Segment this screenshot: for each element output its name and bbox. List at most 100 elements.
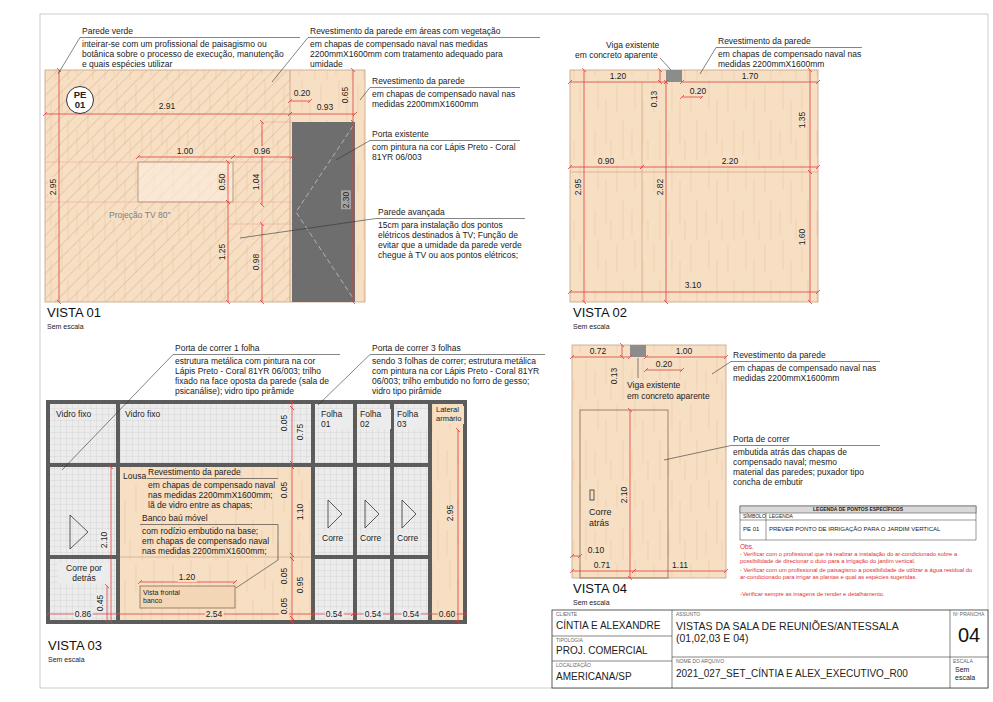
annotation-text: ASSUNTO [676, 612, 700, 618]
annotation-text: em concreto aparente [626, 391, 711, 401]
dimension-line [570, 82, 818, 292]
dimension-label: 2.95 [445, 504, 455, 523]
dimension-label: 0.98 [251, 253, 261, 272]
annotation-text: VISTAS DA SALA DE REUNIÕES/ANTESSALA (01… [676, 620, 944, 645]
dimension-label: LEGENDA DE PONTOS ESPECÍFICOS [813, 507, 903, 513]
outer-frame [48, 402, 465, 622]
wall-joint [290, 70, 291, 302]
dimension-label: 0.13 [649, 90, 659, 109]
legend-header [740, 506, 976, 513]
dimension-label: 1.20 [609, 71, 628, 81]
view-title: VISTA 02 [573, 305, 627, 320]
view-title: VISTA 03 [48, 638, 102, 653]
annotation-text: Revestimento da parede [718, 36, 811, 46]
annotation-text: NOME DO ARQUIVO [676, 659, 724, 665]
annotation-text: Vidro fixo [55, 409, 92, 419]
dimension-label: 0.20 [655, 359, 674, 369]
symbol-label: PE 01 [72, 90, 88, 110]
dimension-label: 2.82 [655, 178, 665, 197]
dimension-label: 2.20 [721, 156, 740, 166]
annotation-text: Viga existente [626, 380, 681, 390]
title-block [552, 610, 988, 688]
frame-bar [315, 555, 430, 559]
dimension-label: 2.10 [99, 531, 109, 550]
dimension-label: 1.00 [176, 146, 195, 156]
dimension-label: 0.50 [217, 173, 227, 192]
dimension-label: 0.45 [95, 594, 105, 613]
dimension-label: 0.96 [253, 146, 272, 156]
annotation-text: Nº PRANCHA [953, 612, 984, 618]
concrete-beam [630, 345, 646, 357]
annotation-text: 2021_027_SET_CÍNTIA E ALEX_EXECUTIVO_R00 [676, 668, 908, 680]
annotation-text: Revestimento da parede em áreas com vege… [310, 26, 500, 36]
dimension-label: 0.86 [74, 609, 93, 619]
dimension-label: 0.71 [593, 560, 612, 570]
annotation-text: Folha 03 [396, 409, 428, 429]
frame-bar [428, 402, 432, 622]
bench [140, 586, 235, 608]
door-swing [296, 126, 353, 298]
annotation-text: Corre [396, 533, 419, 543]
dimension-label: 0.95 [295, 576, 305, 595]
annotation-text: sendo 3 folhas de correr; estrutura metá… [372, 356, 542, 396]
dimension-label: 2.95 [573, 178, 583, 197]
view-title: 04 [958, 624, 980, 648]
view-title: VISTA 01 [47, 305, 101, 320]
annotation-text: inteirar-se com um profissional de paisa… [82, 39, 287, 69]
title-block-rule [552, 610, 988, 688]
annotation-text: Revestimento da parede [372, 76, 465, 86]
dimension-label: 1.25 [217, 243, 227, 262]
dimension-label: 2.54 [205, 609, 224, 619]
annotation-text: em concreto aparente [575, 50, 658, 60]
dimension-line [584, 70, 810, 302]
annotation-text: CÍNTIA E ALEXANDRE [556, 620, 660, 632]
hidden-sliding-door [580, 410, 668, 578]
dimension-label: 1.60 [797, 228, 807, 247]
dimension-label: 0.05 [279, 414, 289, 433]
annotation-text: Sem escala [47, 323, 84, 331]
dimension-label: 0.54 [402, 609, 421, 619]
wall-elevation [570, 70, 818, 302]
dimension-label: 0.72 [589, 346, 608, 356]
annotation-text: PREVER PONTO DE IRRIGAÇÃO PARA O JARDIM … [769, 526, 940, 533]
annotation-text: em chapas de compensado naval nas medida… [372, 89, 517, 109]
dimension-label: 0.10 [587, 545, 606, 555]
door-pull [590, 490, 594, 500]
dimension-label: 2.30 [341, 191, 351, 210]
frame-bar [311, 402, 315, 622]
frame-bar [390, 402, 394, 622]
dimension-label: 0.90 [597, 156, 616, 166]
dimension-label: 0.75 [295, 423, 305, 442]
dimension-line [59, 70, 353, 302]
annotation-text: Sem escala [573, 599, 610, 607]
annotation-text: Corre atrás [588, 507, 626, 528]
annotation-text: Porta de correr [733, 434, 790, 444]
metal-frame [48, 402, 432, 622]
annotation-text: Porta de correr 1 folha [175, 343, 260, 353]
annotation-text: com rodízio embutido na base; em chapas … [142, 526, 272, 556]
dimension-line [572, 357, 726, 571]
dimension-label: 1.70 [741, 71, 760, 81]
dimension-label: 0.60 [438, 609, 457, 619]
annotation-text: Banco baú móvel [142, 513, 208, 523]
annotation-text: Porta existente [372, 129, 429, 139]
pyramid-glass [48, 402, 465, 622]
wall-elevation [45, 70, 365, 302]
annotation-text: Folha 02 [359, 409, 391, 429]
annotation-text: Sem escala [955, 666, 985, 683]
frame-bar [116, 402, 120, 622]
annotation-text: com pintura na cor Lápis Preto - Coral 8… [372, 142, 517, 162]
panel-joint [570, 82, 818, 302]
annotation-text: TIPOLOGIA [556, 638, 583, 644]
dimension-label: 0.20 [293, 88, 312, 98]
dimension-label: 2.10 [619, 486, 629, 505]
dimension-label: 1.11 [671, 560, 689, 570]
dimension-label: 1.10 [295, 503, 305, 522]
annotation-text: LOCALIZAÇÃO [556, 663, 591, 669]
door [292, 122, 355, 302]
dimension-label: 0.05 [279, 481, 289, 500]
table-rule [740, 513, 976, 540]
dimension-label: 0.05 [279, 567, 289, 586]
annotation-text: - Verificar com o profissional que irá r… [740, 551, 978, 565]
annotation-text: Sem escala [573, 323, 610, 331]
